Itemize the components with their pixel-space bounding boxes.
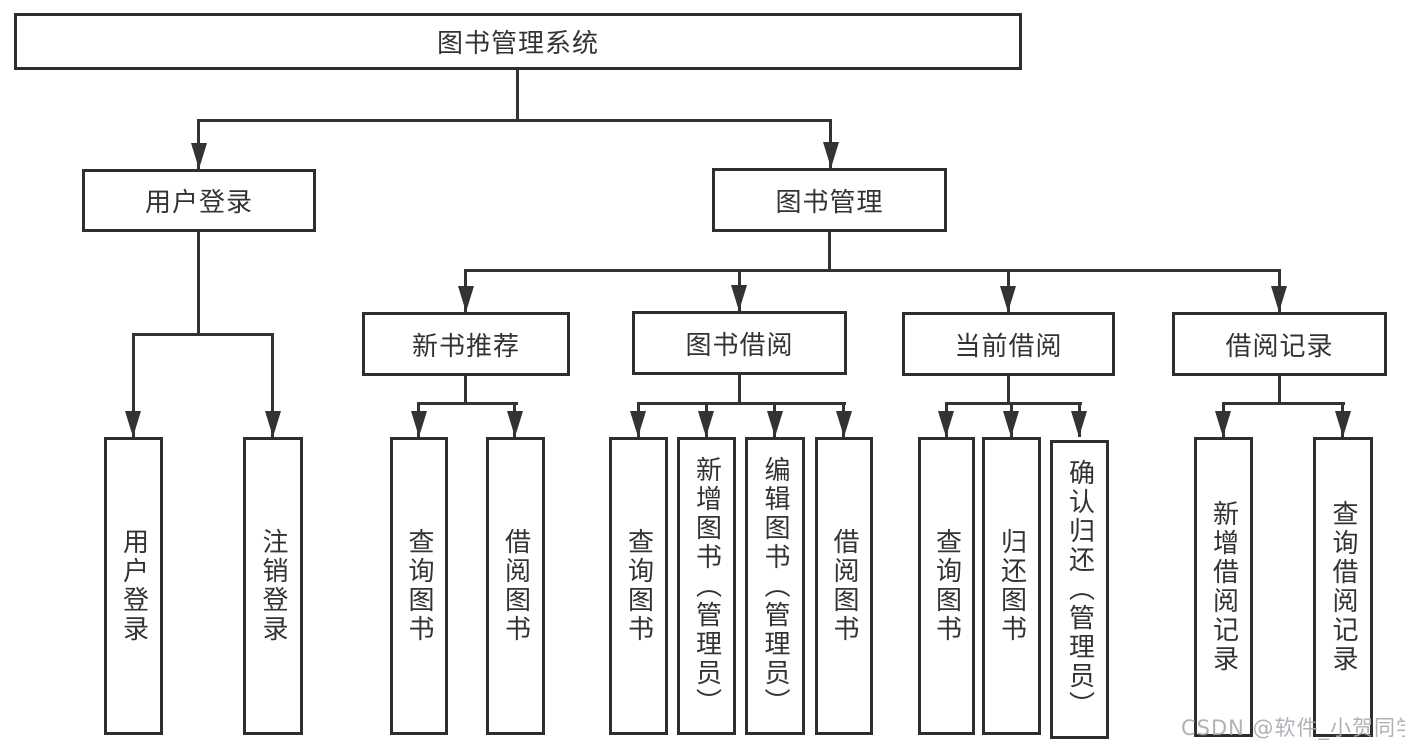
- arrow-down-icon: [1003, 411, 1019, 437]
- node-bb-add-books-admin: 新增图书（管理员）: [677, 437, 736, 735]
- connector-line: [637, 402, 846, 405]
- node-current-borrow: 当前借阅: [902, 312, 1115, 376]
- node-rec-query-books: 查询图书: [390, 437, 448, 735]
- node-rec-borrow-books-label: 借阅图书: [500, 528, 531, 644]
- node-root-label: 图书管理系统: [436, 29, 599, 59]
- node-br-query-record-label: 查询借阅记录: [1328, 500, 1358, 674]
- node-bb-borrow-books-label: 借阅图书: [829, 528, 859, 644]
- node-bb-add-books-admin-label: 新增图书（管理员）: [691, 455, 722, 717]
- node-login: 用户登录: [104, 437, 163, 735]
- node-borrow-records: 借阅记录: [1172, 312, 1387, 376]
- arrow-down-icon: [731, 285, 747, 311]
- connector-line: [828, 232, 831, 272]
- node-rec-borrow-books: 借阅图书: [486, 437, 545, 735]
- node-cb-confirm-return-admin: 确认归还（管理员）: [1050, 440, 1109, 739]
- connector-line: [738, 375, 741, 405]
- node-cb-return-books: 归还图书: [982, 437, 1041, 735]
- arrow-down-icon: [823, 142, 839, 168]
- arrow-down-icon: [836, 411, 852, 437]
- connector-line: [132, 333, 135, 437]
- connector-line: [271, 333, 274, 437]
- csdn-watermark: CSDN @软件_小贺同学: [1181, 716, 1405, 740]
- arrow-down-icon: [265, 411, 281, 437]
- node-root: 图书管理系统: [14, 13, 1022, 70]
- node-bb-edit-books-admin-label: 编辑图书（管理员）: [760, 455, 790, 717]
- node-cb-confirm-return-admin-label: 确认归还（管理员）: [1064, 459, 1095, 720]
- node-br-add-record: 新增借阅记录: [1194, 437, 1253, 737]
- node-br-query-record: 查询借阅记录: [1313, 437, 1373, 737]
- node-cb-query-books: 查询图书: [918, 437, 975, 735]
- arrow-down-icon: [630, 411, 646, 437]
- arrow-down-icon: [507, 411, 523, 437]
- connector-line: [197, 232, 200, 336]
- connector-line: [945, 402, 1082, 405]
- node-user-login-label: 用户登录: [144, 188, 253, 218]
- node-br-add-record-label: 新增借阅记录: [1208, 500, 1239, 674]
- arrow-down-icon: [1335, 411, 1351, 437]
- node-book-management-label: 图书管理: [775, 187, 884, 218]
- arrow-down-icon: [698, 411, 714, 437]
- connector-line: [1007, 376, 1010, 405]
- arrow-down-icon: [411, 411, 427, 437]
- connector-line: [1222, 402, 1345, 405]
- node-new-book-recommend-label: 新书推荐: [411, 331, 520, 362]
- node-logout-label: 注销登录: [258, 528, 288, 644]
- node-new-book-recommend: 新书推荐: [362, 312, 570, 376]
- node-user-login: 用户登录: [82, 169, 316, 232]
- node-book-borrow: 图书借阅: [632, 311, 847, 375]
- arrow-down-icon: [191, 143, 207, 169]
- node-borrow-records-label: 借阅记录: [1225, 331, 1334, 362]
- arrow-down-icon: [458, 286, 474, 312]
- arrow-down-icon: [938, 411, 954, 437]
- connector-line: [1278, 376, 1281, 405]
- connector-line: [197, 119, 832, 122]
- node-cb-return-books-label: 归还图书: [996, 528, 1027, 644]
- node-cb-query-books-label: 查询图书: [931, 528, 962, 644]
- connector-line: [464, 269, 1281, 272]
- connector-line: [516, 70, 519, 121]
- connector-line: [464, 376, 467, 405]
- node-bb-query-books-label: 查询图书: [623, 528, 654, 644]
- arrow-down-icon: [1215, 411, 1231, 437]
- node-bb-query-books: 查询图书: [609, 437, 668, 735]
- arrow-down-icon: [1071, 411, 1087, 437]
- node-book-management: 图书管理: [712, 168, 947, 232]
- arrow-down-icon: [767, 411, 783, 437]
- node-bb-edit-books-admin: 编辑图书（管理员）: [745, 437, 805, 735]
- connector-line: [132, 333, 274, 336]
- arrow-down-icon: [1000, 286, 1016, 312]
- arrow-down-icon: [1271, 286, 1287, 312]
- node-bb-borrow-books: 借阅图书: [815, 437, 873, 735]
- node-rec-query-books-label: 查询图书: [404, 528, 434, 644]
- connector-line: [417, 402, 518, 405]
- arrow-down-icon: [125, 411, 141, 437]
- node-current-borrow-label: 当前借阅: [954, 331, 1063, 362]
- node-logout: 注销登录: [243, 437, 303, 735]
- node-login-label: 用户登录: [118, 528, 149, 644]
- node-book-borrow-label: 图书借阅: [685, 330, 794, 361]
